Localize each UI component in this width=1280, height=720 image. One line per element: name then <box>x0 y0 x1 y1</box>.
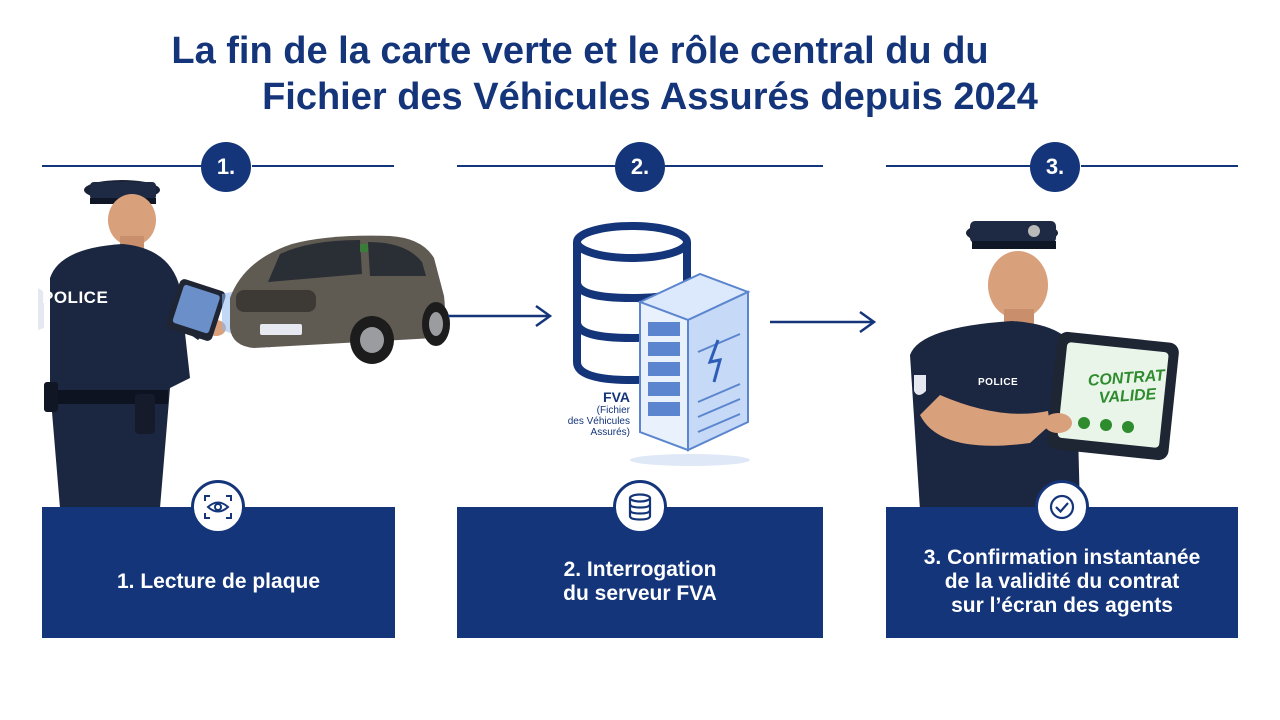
arrow-step-2-to-3 <box>770 310 877 334</box>
eye-scan-icon <box>204 495 232 519</box>
fva-acronym: FVA <box>603 389 630 405</box>
police-badge-right: POLICE <box>978 377 1019 388</box>
step-2-line-left <box>457 165 615 167</box>
step-1-line-left <box>42 165 202 167</box>
fva-full-name: (Fichier des Véhicules Assurés) <box>567 405 630 438</box>
step-3-line-right <box>1081 165 1238 167</box>
step-3-number: 3. <box>1030 142 1080 192</box>
database-icon <box>628 493 652 521</box>
check-circle-icon <box>1049 494 1075 520</box>
step-1-icon-circle <box>191 480 245 534</box>
step-1-number: 1. <box>201 142 251 192</box>
step-1-line-right <box>252 165 394 167</box>
step-3-icon-circle <box>1035 480 1089 534</box>
step-2-number: 2. <box>615 142 665 192</box>
police-badge-left: POLICE <box>42 288 109 307</box>
page-title: La fin de la carte verte et le rôle cent… <box>0 28 1280 120</box>
step-3-line-left <box>886 165 1031 167</box>
tablet-contract-valid-message: CONTRAT VALIDE <box>1087 367 1166 407</box>
step-2-icon-circle <box>613 480 667 534</box>
step-1-label: 1. Lecture de plaque <box>116 569 321 593</box>
fva-database-server-illustration <box>573 222 751 466</box>
title-line-2: Fichier des Véhicules Assurés depuis 202… <box>262 76 1038 118</box>
fva-label: FVA (Fichier des Véhicules Assurés) <box>540 389 630 438</box>
officer-scanning-car-illustration <box>38 180 450 508</box>
step-2-line-right <box>665 165 823 167</box>
arrow-step-1-to-2 <box>448 304 553 328</box>
step-3-label: 3. Confirmation instantanée de la validi… <box>923 545 1201 617</box>
officer-with-tablet-illustration <box>910 221 1179 510</box>
step-2-label: 2. Interrogation du serveur FVA <box>563 557 717 605</box>
title-line-1: La fin de la carte verte et le rôle cent… <box>171 30 989 72</box>
